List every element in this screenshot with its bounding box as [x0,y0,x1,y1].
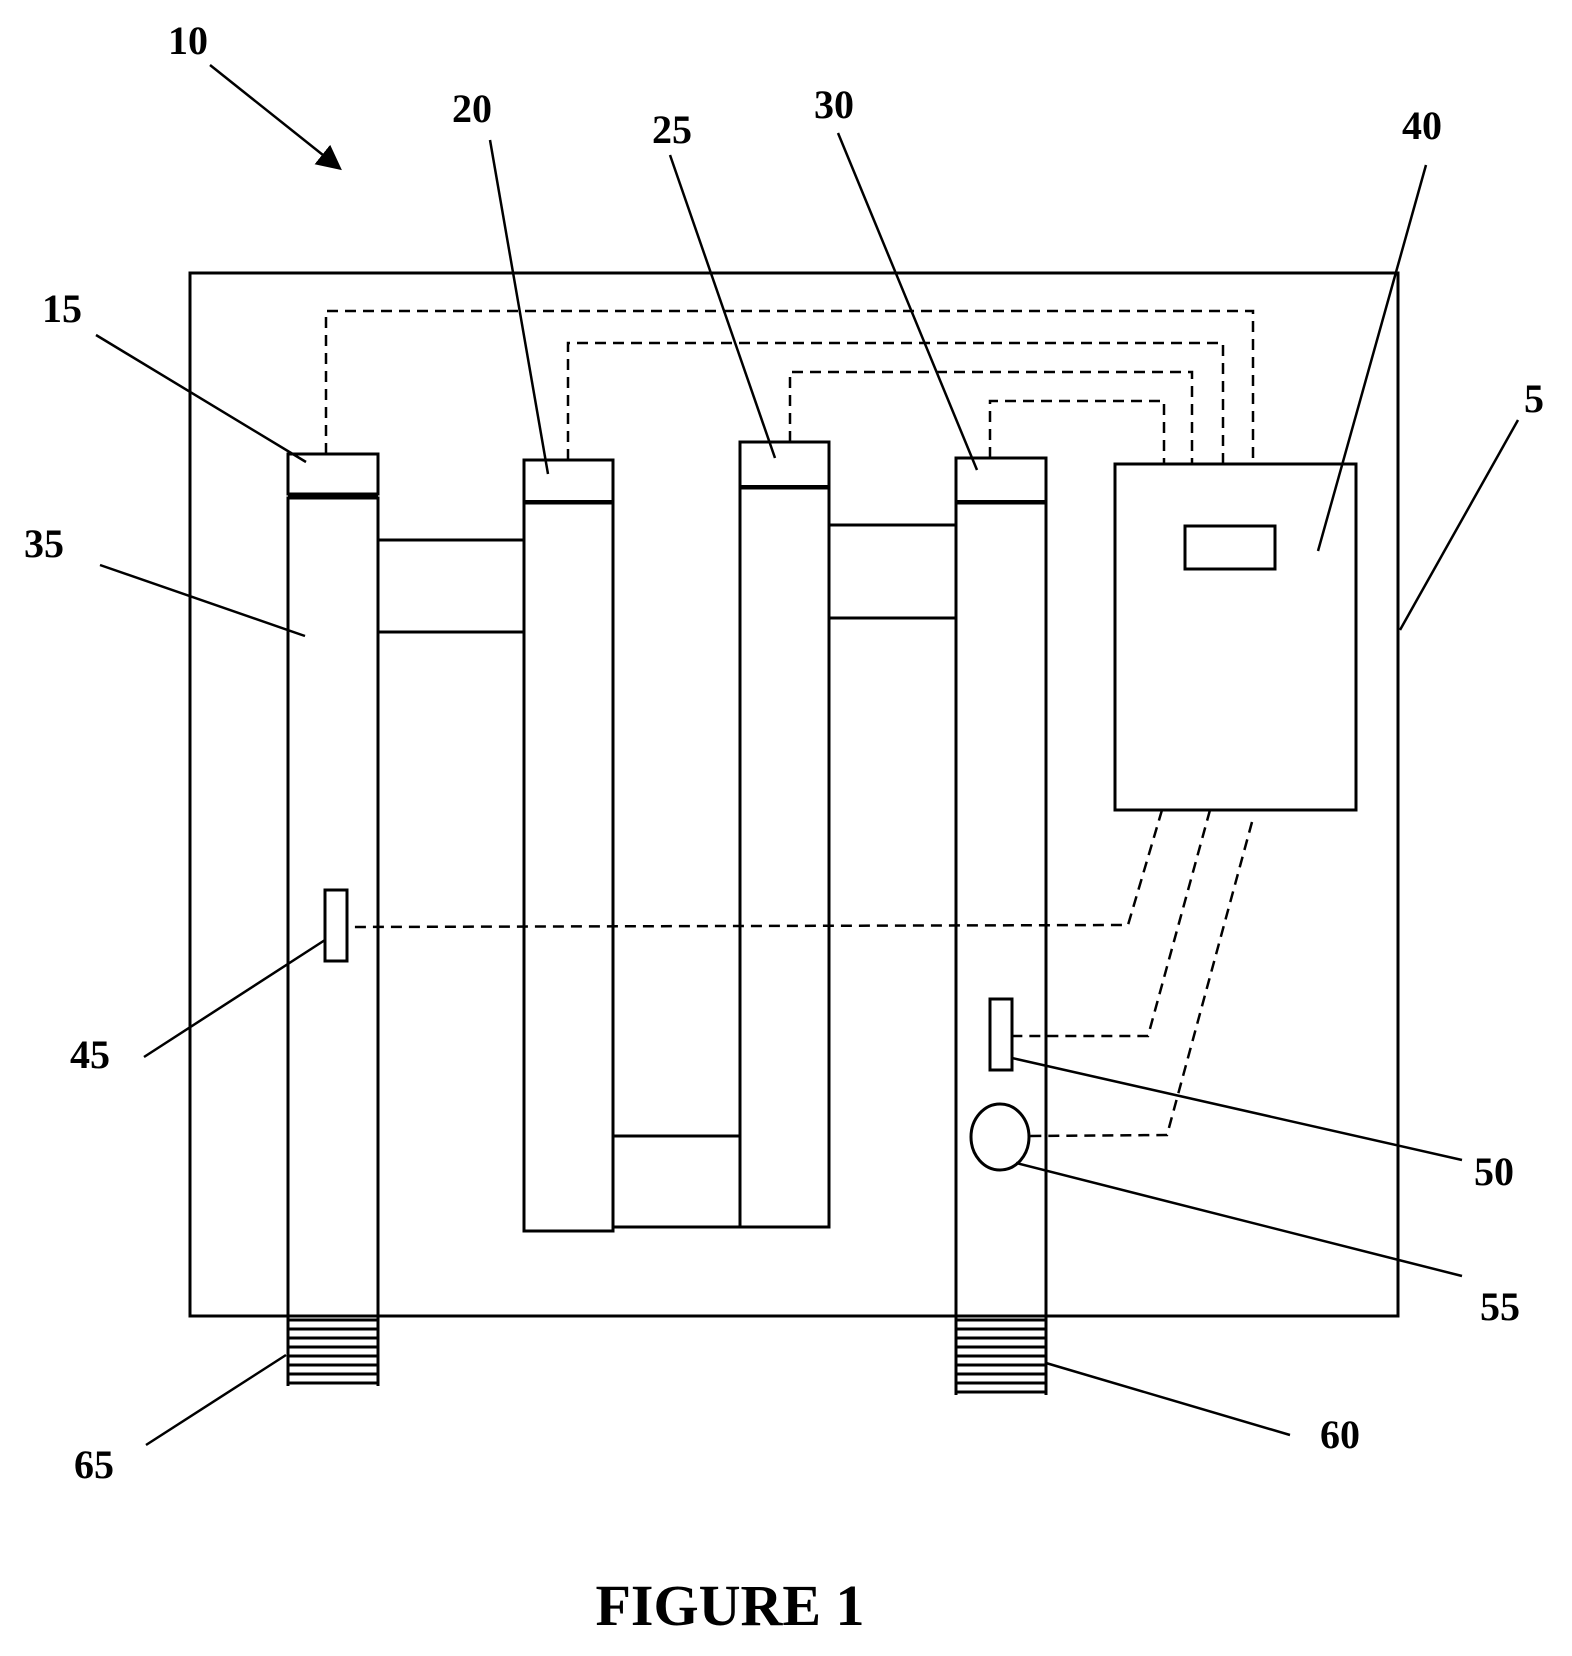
figure-caption: FIGURE 1 [595,1573,864,1638]
label-40: 40 [1402,103,1442,148]
label-20: 20 [452,86,492,131]
arrow-10 [210,65,338,167]
upper-left-connector [378,540,524,632]
controller-box [1115,464,1356,810]
upper-right-connector [829,525,956,618]
label-15: 15 [42,286,82,331]
label-45: 45 [70,1032,110,1077]
label-25: 25 [652,107,692,152]
label-30: 30 [814,82,854,127]
label-65: 65 [74,1442,114,1487]
label-35: 35 [24,521,64,566]
sensor-45 [325,890,347,961]
sensor-55 [971,1104,1029,1170]
sensor-head-30 [956,458,1046,502]
fitting-60 [956,1316,1046,1395]
label-55: 55 [1480,1284,1520,1329]
sensor-head-25 [740,442,829,487]
column-2 [524,503,613,1231]
controller-display [1185,526,1275,569]
column-4 [956,503,1046,1316]
leader-65 [146,1355,286,1445]
bottom-u-connector [613,1136,740,1227]
column-3 [740,488,829,1227]
label-10: 10 [168,18,208,63]
fitting-65 [288,1316,378,1386]
sensor-head-20 [524,460,613,502]
label-50: 50 [1474,1149,1514,1194]
label-60: 60 [1320,1412,1360,1457]
leader-5 [1400,420,1518,630]
label-5: 5 [1524,376,1544,421]
sensor-50 [990,999,1012,1070]
leader-60 [1046,1363,1290,1435]
